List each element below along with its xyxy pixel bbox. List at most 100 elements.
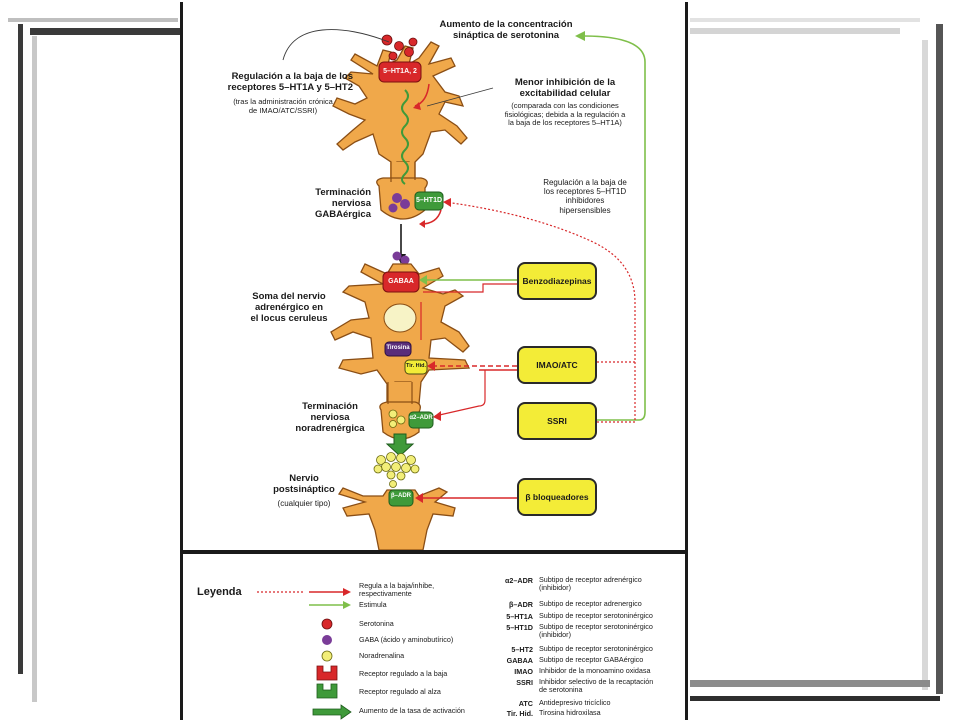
nor-dot [388, 409, 398, 419]
frame-bar-left-vertical-light [32, 36, 37, 702]
receptor-badr-shape [388, 489, 414, 507]
abbr-key-a2adr: α2–ADR [505, 576, 533, 585]
callout-line-downreg [282, 29, 390, 61]
serotonin-dot [388, 51, 398, 61]
abbr-val-atc: Antidepresivo tricíclico [539, 698, 611, 707]
figure-panel: 5–HT1A, 2 5–HT1D GABAA Tirosina Tir. Hid… [180, 2, 688, 720]
nor-terminal-label: Terminación nerviosa noradrenérgica [295, 401, 365, 434]
abbr-val-a2adr: Subtipo de receptor adrenérgico (inhibid… [539, 575, 642, 593]
abbr-val-gabaa: Subtipo de receptor GABAérgico [539, 655, 644, 664]
downregulation-label: Regulación a la baja de los receptores 5… [227, 71, 353, 93]
drug-beta-bloqueadores: β bloqueadores [517, 478, 597, 516]
inhibition-arrowhead-1d [419, 220, 425, 228]
receptor-a2adr-label: α2–ADR [409, 415, 433, 421]
serotonin-increase-label: Aumento de la concentración sináptica de… [439, 19, 573, 41]
soma-nucleus [383, 303, 417, 333]
abbr-key-5ht2: 5–HT2 [511, 645, 533, 654]
legend-graphics [257, 588, 352, 720]
abbr-val-5ht1a: Subtipo de receptor serotoninérgico [539, 611, 653, 620]
legend-item-receptor-alza: Receptor regulado al alza [359, 687, 441, 696]
abbr-key-atc: ATC [518, 699, 533, 708]
abbr-val-badr: Subtipo de receptor adrenergico [539, 599, 642, 608]
frame-bar-bottom-right [690, 680, 930, 687]
tirosina-shape [384, 341, 412, 357]
frame-bar-bottom-right-dark [690, 696, 940, 701]
abbr-key-tirhid: Tir. Hid. [506, 709, 533, 718]
noradrenaline-cloud [373, 452, 420, 488]
legend-activation-arrow [312, 704, 352, 720]
legend-receptor-down [316, 665, 338, 681]
abbr-val-ssri: Inhibidor selectivo de la recaptación de… [539, 677, 654, 695]
legend-red-arrowhead [343, 588, 351, 596]
drug-benzodiazepinas: Benzodiazepinas [517, 262, 597, 300]
postsynaptic-label: Nervio postsináptico [273, 473, 335, 495]
inhibit-line-a2adr [434, 370, 486, 417]
abbr-key-5ht1a: 5–HT1A [506, 612, 533, 621]
abbr-key-5ht1d: 5–HT1D [506, 623, 533, 632]
serotonin-dot [404, 47, 414, 57]
legend-item-serotonina: Serotonina [359, 619, 394, 628]
gaba-terminal-label: Terminación nerviosa GABAérgica [315, 187, 371, 220]
soma-label: Soma del nervio adrenérgico en el locus … [250, 291, 328, 324]
serotonin-dot [408, 37, 418, 47]
ssri-stimulate-arrowhead [575, 31, 585, 41]
frame-bar-top-left-dark [30, 28, 180, 35]
drug-ssri: SSRI [517, 402, 597, 440]
inhibition-arrowhead-top [413, 102, 421, 110]
inhibit-arrowhead-a2adr [433, 411, 441, 421]
abbr-key-badr: β–ADR [509, 600, 533, 609]
receptor-5ht1a2-shape [378, 61, 422, 83]
frame-bar-top-right-dark [690, 28, 900, 34]
legend-title: Leyenda [197, 586, 242, 598]
receptor-5ht1a2-label: 5–HT1A, 2 [383, 68, 417, 75]
gaba-dot [392, 193, 402, 203]
gaba-dot [400, 255, 410, 265]
receptor-5ht1d-label: 5–HT1D [415, 197, 443, 204]
abbr-val-tirhid: Tirosina hidroxilasa [539, 708, 601, 717]
tirhid-label: Tir. Hid. [405, 363, 427, 369]
receptor-a2adr-shape [408, 411, 434, 429]
receptor-5ht1d-shape [414, 191, 444, 211]
legend-item-receptor-baja: Receptor regulado a la baja [359, 669, 448, 678]
benzo-stimulate-arrowhead [419, 275, 427, 285]
abbr-val-5ht1d: Subtipo de receptor serotoninérgico (inh… [539, 622, 653, 640]
frame-bar-left-vertical [18, 24, 23, 674]
tirhid-shape [404, 359, 428, 375]
downreg-dotted-line-ssri [597, 362, 636, 423]
squiggle-signal [401, 89, 409, 185]
less-inhibition-note: (comparada con las condiciones fisiológi… [504, 101, 626, 128]
gaba-dot [392, 251, 402, 261]
frame-bar-right-vertical [936, 24, 943, 694]
downreg-dotted-line [444, 201, 636, 363]
receptor-gabaa-shape [382, 271, 420, 293]
ssri-stimulate-line [582, 35, 646, 421]
less-inhibition-label: Menor inhibición de la excitabilidad cel… [514, 77, 616, 99]
panel-divider [183, 550, 685, 554]
legend-item-activacion: Aumento de la tasa de activación [359, 706, 465, 715]
serotonin-dot [381, 34, 393, 46]
receptor-gabaa-label: GABAA [388, 278, 414, 285]
legend-item-gaba: GABA (ácido γ aminobutírico) [359, 635, 454, 644]
gaba-dot [388, 203, 398, 213]
receptor-badr-label: β–ADR [391, 493, 411, 499]
callout-line-inhibition [426, 87, 494, 107]
downreg-1d-label: Regulación a la baja de los receptores 5… [543, 178, 627, 215]
abbr-val-imao: Inhibidor de la monoamino oxidasa [539, 666, 651, 675]
downregulation-note: (tras la administración crónica de IMAO/… [233, 97, 333, 115]
abbr-val-5ht2: Subtipo de receptor serotoninérgico [539, 644, 653, 653]
legend-receptor-up [316, 683, 338, 699]
legend-item-noradrenalina: Noradrenalina [359, 651, 405, 660]
legend-gaba-dot [322, 635, 332, 645]
nor-dot [389, 420, 397, 428]
legend-serotonin-dot [321, 618, 333, 630]
nor-dot [396, 415, 406, 425]
imao-inhibit-arrowhead [427, 361, 435, 371]
downreg-dotted-arrowhead [443, 198, 451, 207]
tirosina-label: Tirosina [386, 345, 410, 351]
serotonin-dot [394, 41, 404, 51]
beta-inhibit-arrowhead [415, 493, 423, 503]
legend-item-estimula: Estimula [359, 600, 387, 609]
drug-imao-atc: IMAO/ATC [517, 346, 597, 384]
legend-item-inhibe: Regula a la baja/inhibe, respectivamente [359, 581, 435, 599]
activation-arrow [385, 433, 415, 457]
